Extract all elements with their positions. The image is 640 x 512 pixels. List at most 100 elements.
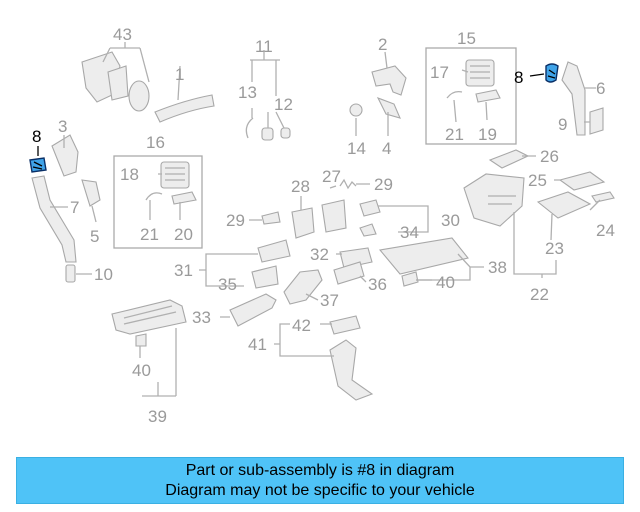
part-35 [251, 265, 279, 289]
part-2 [371, 65, 407, 96]
callout-4: 4 [382, 139, 391, 158]
callout-41: 41 [248, 335, 267, 354]
part-34 [359, 223, 377, 237]
callout-37: 37 [320, 291, 339, 310]
part-36 [333, 261, 365, 285]
part-37 [283, 269, 323, 305]
part-1 [154, 94, 215, 123]
part-43b [107, 65, 129, 101]
part-43c [128, 80, 150, 112]
part-30-knob [359, 199, 381, 217]
part-24 [591, 191, 615, 203]
part-41 [329, 339, 374, 401]
part-19 [475, 89, 501, 103]
callout-38: 38 [488, 258, 507, 277]
callout-26: 26 [540, 147, 559, 166]
callout-32: 32 [310, 245, 329, 264]
callout-19: 19 [478, 125, 497, 144]
part-32 [339, 247, 373, 269]
part-shapes [29, 51, 615, 401]
callout-12: 12 [274, 95, 293, 114]
callout-3: 3 [58, 117, 67, 136]
callout-36: 36 [368, 275, 387, 294]
callout-18: 18 [120, 165, 139, 184]
part-8-right [545, 63, 559, 83]
part-18 [160, 161, 190, 189]
callout-21-box16: 21 [140, 225, 159, 244]
part-center-duct [321, 199, 347, 233]
group-boxes [113, 47, 517, 249]
leader-lines [37, 42, 601, 397]
part-6 [561, 61, 586, 136]
part-12a [261, 127, 274, 141]
callout-15: 15 [457, 29, 476, 48]
callout-42: 42 [292, 316, 311, 335]
callout-33: 33 [192, 308, 211, 327]
callout-22: 22 [530, 285, 549, 304]
part-17-grill [470, 65, 490, 79]
callout-9: 9 [558, 115, 567, 134]
callout-10: 10 [94, 265, 113, 284]
part-18-grill [165, 167, 185, 181]
part-22-vents [488, 195, 516, 205]
parts-diagram: 43 1 11 13 12 2 14 4 15 17 21 19 8 6 9 8… [29, 25, 615, 426]
part-42 [329, 315, 361, 335]
callout-2: 2 [378, 35, 387, 54]
callout-34: 34 [400, 223, 419, 242]
part-29-bolt [261, 211, 281, 225]
callout-40-mid: 40 [436, 273, 455, 292]
part-25 [558, 171, 606, 191]
part-33 [229, 293, 277, 327]
part-21a [446, 90, 463, 99]
part-5 [81, 179, 101, 207]
callout-17: 17 [430, 63, 449, 82]
part-27-29-clip [339, 178, 357, 190]
callout-43: 43 [113, 25, 132, 44]
callout-1: 1 [175, 65, 184, 84]
part-40b [135, 333, 147, 347]
callout-39: 39 [148, 407, 167, 426]
part-7 [31, 175, 77, 263]
callout-6: 6 [596, 79, 605, 98]
callout-8-right: 8 [514, 68, 523, 87]
callout-8-left: 8 [32, 127, 41, 146]
callout-20: 20 [174, 225, 193, 244]
part-31 [257, 239, 291, 263]
part-10 [65, 264, 76, 283]
callout-31: 31 [174, 261, 193, 280]
part-40a [401, 271, 419, 287]
info-banner: Part or sub-assembly is #8 in diagram Di… [16, 457, 624, 504]
part-8-right-detail [547, 69, 556, 79]
part-4 [376, 96, 401, 119]
banner-line-disclaimer: Diagram may not be specific to your vehi… [165, 482, 475, 499]
callout-16: 16 [146, 133, 165, 152]
part-17 [465, 59, 495, 87]
callout-11: 11 [255, 37, 273, 56]
part-26 [488, 149, 530, 169]
callout-21-box15: 21 [445, 125, 464, 144]
callout-25: 25 [528, 171, 547, 190]
part-3 [51, 134, 79, 177]
part-8-left [29, 157, 47, 173]
part-20 [171, 191, 197, 205]
callout-13: 13 [238, 83, 257, 102]
box-15 [425, 47, 517, 145]
callout-5: 5 [90, 227, 99, 246]
part-23 [536, 191, 592, 219]
callout-29-top: 29 [374, 175, 393, 194]
part-22-console [463, 173, 525, 227]
callout-40-bottom: 40 [132, 361, 151, 380]
banner-line-part: Part or sub-assembly is #8 in diagram [185, 462, 455, 479]
part-38 [378, 237, 469, 275]
callout-24: 24 [596, 221, 615, 240]
part-28 [291, 207, 315, 239]
callout-35: 35 [218, 275, 237, 294]
callout-7: 7 [70, 198, 79, 217]
part-39-detail [123, 305, 177, 325]
part-9 [589, 107, 604, 135]
callout-23: 23 [545, 239, 564, 258]
part-12b [280, 127, 291, 139]
callout-14: 14 [347, 139, 366, 158]
callout-28: 28 [291, 177, 310, 196]
callout-labels: 43 1 11 13 12 2 14 4 15 17 21 19 8 6 9 8… [32, 25, 615, 426]
